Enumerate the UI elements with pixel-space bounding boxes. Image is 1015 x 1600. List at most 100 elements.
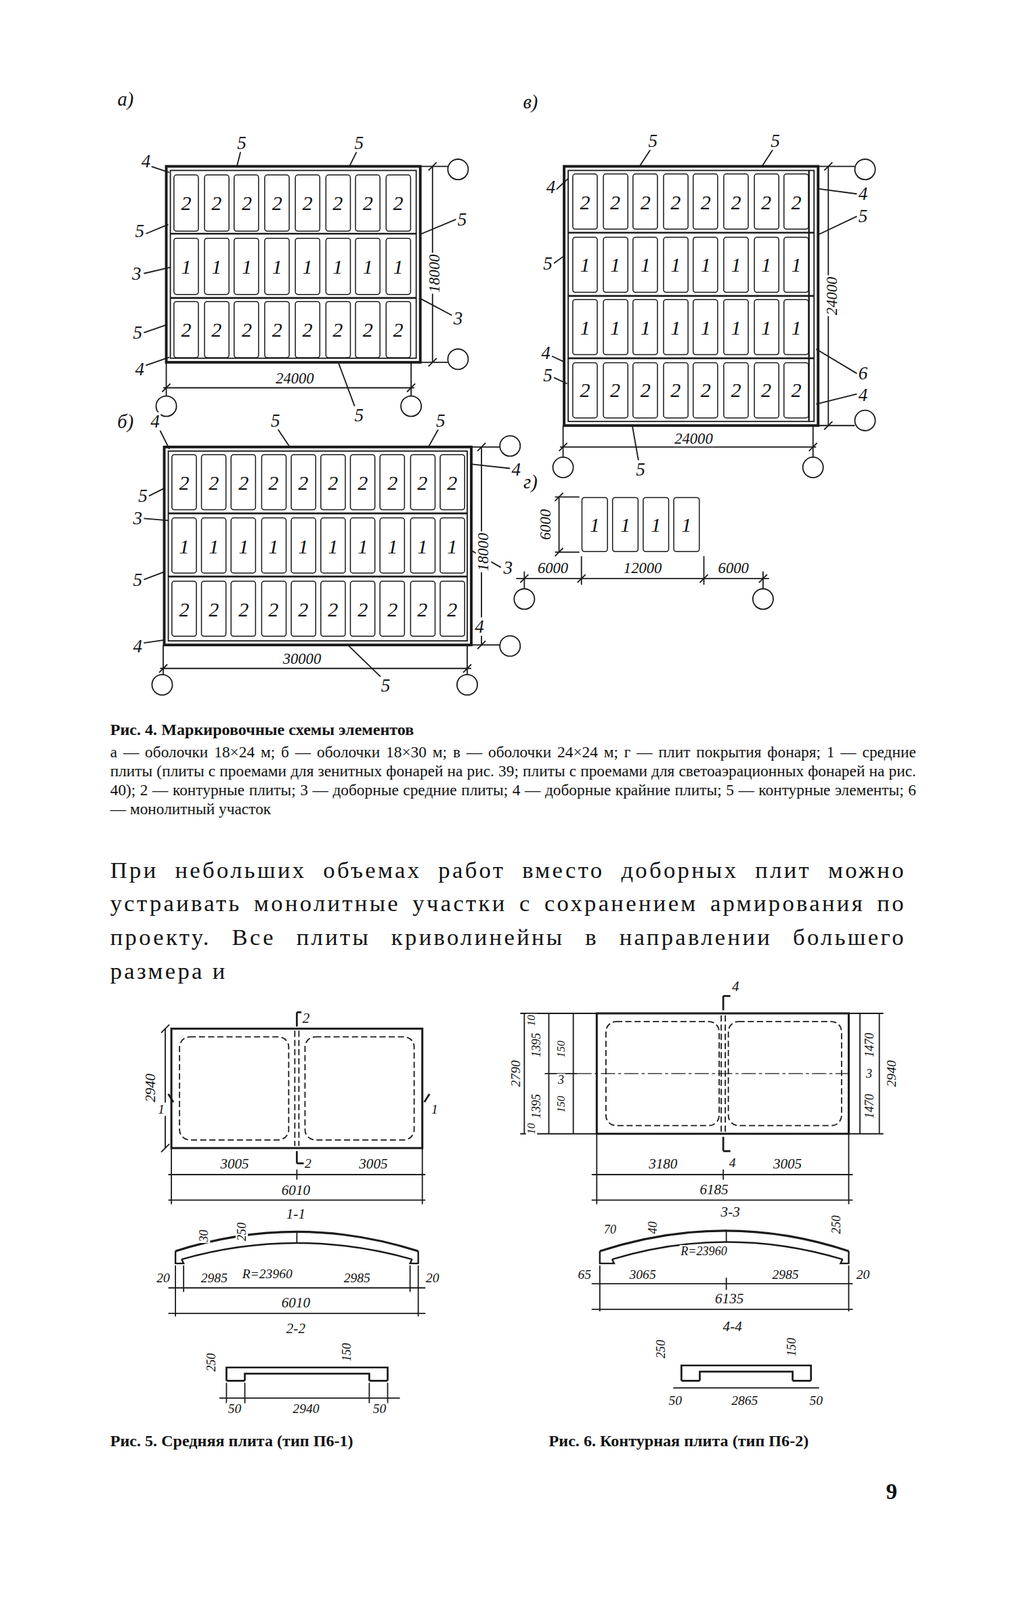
callout-number: в) xyxy=(522,92,539,112)
plate-number: 1 xyxy=(446,534,458,556)
callout-number: 3 xyxy=(502,557,514,577)
callout-number: 4 xyxy=(140,151,152,170)
plate-box: 1 xyxy=(662,236,689,293)
plate-number: 2 xyxy=(670,190,681,212)
figure-caption: Рис. 6. Контурная плита (тип П6-2) xyxy=(549,1431,810,1450)
plate-box: 1 xyxy=(642,497,669,552)
plate-number: 1 xyxy=(791,316,802,338)
plate-number: 2 xyxy=(180,319,191,340)
callout-number: 5 xyxy=(542,366,554,385)
dimension: 20 xyxy=(855,1267,871,1282)
callout-number: 5 xyxy=(647,131,659,150)
plate-number: 1 xyxy=(681,513,692,535)
dimension: 2865 xyxy=(730,1392,760,1407)
dimension: 6135 xyxy=(714,1291,745,1306)
figure-caption: Рис. 4. Маркировочные схемы элементов xyxy=(110,720,415,739)
dimension: 18000 xyxy=(426,253,443,294)
dimension: 4-4 xyxy=(721,1319,743,1334)
dimension: R=23960 xyxy=(241,1266,294,1280)
plate-number: 2 xyxy=(761,379,772,400)
dimension: 6000 xyxy=(717,560,750,577)
dimension: 70 xyxy=(602,1222,617,1236)
plate-box: 2 xyxy=(294,300,321,358)
plate-box: 2 xyxy=(325,174,351,232)
plate-box: 2 xyxy=(203,174,230,232)
plate-box: 1 xyxy=(753,298,780,355)
plate-number: 2 xyxy=(297,598,309,619)
dimension: 150 xyxy=(555,1039,567,1059)
plate-number: 2 xyxy=(180,192,191,214)
dimension: 3005 xyxy=(771,1156,803,1171)
plate-box: 2 xyxy=(230,580,257,637)
dimension: 3005 xyxy=(358,1156,389,1171)
callout-number: 2 xyxy=(301,1010,311,1026)
plate-number: 1 xyxy=(241,255,252,277)
callout-number: 4 xyxy=(540,343,552,363)
callout-number: 5 xyxy=(456,209,468,229)
callout-number: 4 xyxy=(132,636,144,655)
plate-box: 2 xyxy=(439,580,466,637)
plate-number: 2 xyxy=(446,598,458,619)
dimension: 250 xyxy=(235,1220,248,1242)
dimension: 50 xyxy=(226,1400,243,1415)
callout-number: 4 xyxy=(857,184,869,204)
plate-box: 2 xyxy=(753,361,780,418)
dimension: 6010 xyxy=(280,1183,311,1198)
dimension: 50 xyxy=(667,1392,684,1407)
plate-number: 1 xyxy=(357,534,368,556)
dimension: 40 xyxy=(646,1220,659,1235)
plate-number: 1 xyxy=(272,255,283,277)
plate-box: 2 xyxy=(350,453,376,510)
plate-number: 2 xyxy=(640,379,651,400)
dimension: 6185 xyxy=(698,1182,730,1197)
plate-box: 2 xyxy=(201,453,227,510)
dimension: 1-1 xyxy=(285,1206,307,1221)
plate-box: 1 xyxy=(632,298,659,355)
plate-box: 2 xyxy=(290,580,317,637)
dimension: 250 xyxy=(654,1338,667,1359)
plate-box: 1 xyxy=(632,236,659,293)
plate-number: 2 xyxy=(208,471,219,493)
dimension: 1395 xyxy=(530,1031,543,1058)
callout-number: 5 xyxy=(353,406,365,425)
plate-number: 2 xyxy=(301,319,313,340)
plate-box: 1 xyxy=(379,517,406,574)
plate-number: 2 xyxy=(610,379,621,400)
plate-number: 1 xyxy=(730,316,741,338)
callout-number: 3 xyxy=(452,308,464,328)
plate-box: 1 xyxy=(385,237,412,295)
callout-number: 4 xyxy=(545,177,557,196)
callout-number: 5 xyxy=(132,323,144,342)
plate-box: 1 xyxy=(572,236,598,293)
plate-box: 2 xyxy=(572,173,598,230)
plate-box: 1 xyxy=(581,497,609,552)
plate-number: 1 xyxy=(620,513,631,535)
callout-number: а) xyxy=(116,89,135,110)
plate-number: 1 xyxy=(670,253,681,275)
plate-box: 2 xyxy=(409,453,436,510)
plate-box: 2 xyxy=(230,453,257,510)
plate-box: 2 xyxy=(264,300,290,358)
plate-number: 2 xyxy=(610,190,621,212)
plate-number: 1 xyxy=(791,253,802,275)
plate-number: 2 xyxy=(241,319,252,340)
plate-box: 1 xyxy=(260,517,287,574)
plate-number: 1 xyxy=(211,255,222,277)
plate-number: 2 xyxy=(211,319,222,340)
plate-number: 2 xyxy=(670,379,681,400)
plate-box: 2 xyxy=(290,453,317,510)
dimension: 6010 xyxy=(280,1295,311,1310)
plate-box: 2 xyxy=(439,453,466,510)
plate-box: 2 xyxy=(783,361,810,418)
dimension: 24000 xyxy=(824,275,841,317)
plate-box: 1 xyxy=(439,517,466,574)
plate-box: 2 xyxy=(355,174,382,232)
dimension: 150 xyxy=(785,1336,798,1357)
dimension: 24000 xyxy=(274,371,316,387)
callout-number: 3 xyxy=(865,1067,874,1080)
plate-box: 1 xyxy=(612,497,639,552)
dimension: 2-2 xyxy=(285,1321,307,1336)
plate-box: 1 xyxy=(693,236,720,293)
plate-box: 1 xyxy=(409,517,436,574)
callout-number: 4 xyxy=(134,360,146,379)
